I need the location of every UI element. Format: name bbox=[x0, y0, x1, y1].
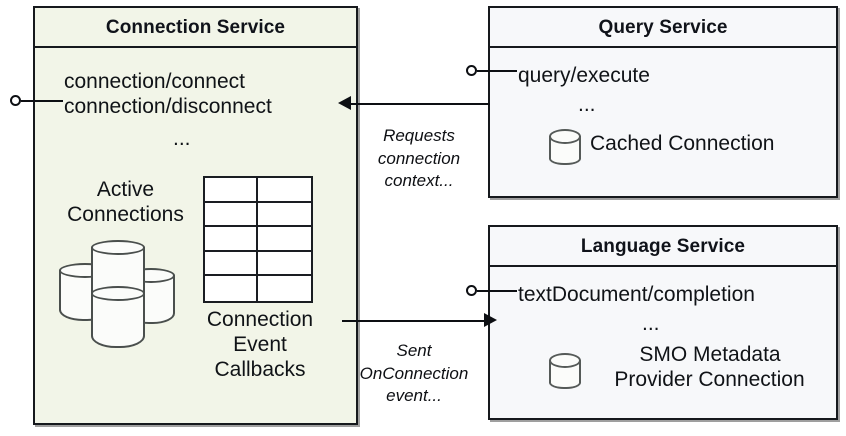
query-service-title: Query Service bbox=[490, 8, 836, 48]
connection-service-title: Connection Service bbox=[35, 8, 356, 48]
arrow-connection-to-language-line bbox=[342, 320, 484, 322]
connection-event-callbacks-line1: Connection bbox=[206, 308, 314, 331]
arrow-query-to-connection-line bbox=[351, 103, 490, 105]
smo-metadata-label-line1: SMO Metadata bbox=[639, 343, 781, 366]
database-cluster-icon bbox=[53, 238, 183, 348]
provided-interface-line bbox=[477, 290, 517, 292]
arrow-connection-to-language-head bbox=[484, 313, 497, 327]
connection-event-callbacks-line3: Callbacks bbox=[214, 358, 306, 381]
provided-interface-circle-icon[interactable] bbox=[466, 285, 477, 296]
interface-connection-disconnect: connection/disconnect bbox=[64, 95, 272, 118]
database-icon bbox=[549, 353, 581, 389]
provided-interface-line bbox=[477, 70, 517, 72]
component-query-service[interactable]: Query Service query/execute ... Cached C… bbox=[488, 6, 838, 198]
component-language-service[interactable]: Language Service textDocument/completion… bbox=[488, 225, 838, 420]
provided-interface-circle-icon[interactable] bbox=[466, 65, 477, 76]
query-service-ellipsis: ... bbox=[578, 93, 596, 116]
active-connections-label-line1: Active bbox=[96, 178, 155, 201]
arrow-label-line3: event... bbox=[386, 386, 442, 406]
connection-service-ellipsis: ... bbox=[173, 127, 191, 150]
arrow-label-requests-connection-context: Requests connection context... bbox=[355, 125, 483, 193]
interface-query-execute: query/execute bbox=[518, 64, 650, 87]
arrow-label-line2: OnConnection bbox=[359, 363, 469, 383]
component-connection-service[interactable]: Connection Service connection/connect co… bbox=[33, 6, 358, 425]
smo-metadata-label-line2: Provider Connection bbox=[614, 368, 805, 391]
arrow-label-line1: Requests bbox=[383, 126, 455, 145]
language-service-title: Language Service bbox=[490, 227, 836, 267]
interface-textdocument-completion: textDocument/completion bbox=[518, 283, 755, 306]
database-icon bbox=[549, 129, 581, 165]
cached-connection-label: Cached Connection bbox=[590, 132, 775, 155]
language-service-ellipsis: ... bbox=[642, 312, 660, 335]
interface-connection-connect: connection/connect bbox=[64, 70, 245, 93]
arrow-query-to-connection-head bbox=[338, 96, 351, 110]
arrow-label-line2: connection bbox=[377, 148, 461, 168]
provided-interface-line bbox=[21, 100, 63, 102]
table-grid-icon bbox=[203, 176, 313, 303]
arrow-label-line1: Sent bbox=[396, 341, 432, 360]
provided-interface-circle-icon[interactable] bbox=[10, 95, 21, 106]
active-connections-label-line2: Connections bbox=[67, 203, 184, 226]
arrow-label-line3: context... bbox=[384, 171, 454, 191]
connection-event-callbacks-line2: Event bbox=[233, 333, 287, 356]
arrow-label-sent-onconnection-event: Sent OnConnection event... bbox=[348, 340, 480, 408]
